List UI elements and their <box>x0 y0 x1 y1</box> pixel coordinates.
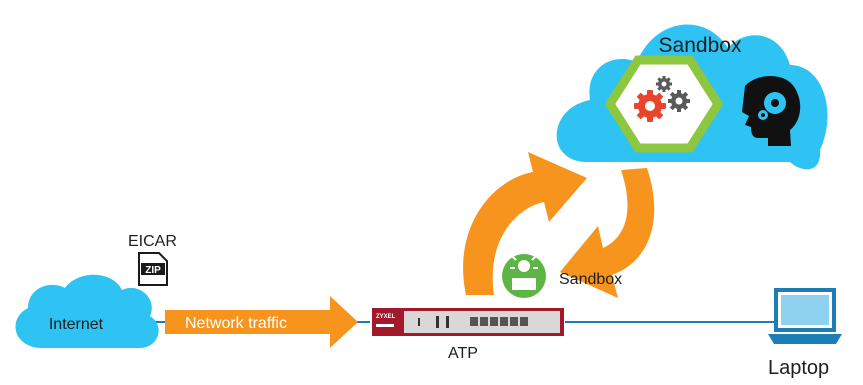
internet-cloud <box>15 274 159 348</box>
sandbox-badge-label: Sandbox <box>559 271 622 288</box>
atp-label: ATP <box>448 345 478 362</box>
network-traffic-label: Network traffic <box>185 315 287 332</box>
laptop-icon <box>768 288 842 344</box>
internet-label: Internet <box>49 316 104 333</box>
brain-head-icon <box>742 75 801 146</box>
laptop-label: Laptop <box>768 357 829 379</box>
network-traffic-arrow <box>165 296 358 348</box>
zip-file-icon: ZIP <box>138 252 168 286</box>
device-brand: ZYXEL <box>376 314 396 320</box>
zip-label: ZIP <box>145 265 161 276</box>
eicar-label: EICAR <box>128 233 177 250</box>
gears-icon <box>604 55 724 153</box>
atp-device: ZYXEL <box>372 308 564 336</box>
cloud-sandbox-label: Sandbox <box>659 34 742 57</box>
sandbox-bug-icon <box>502 254 546 298</box>
result-arrow <box>560 168 655 298</box>
upload-arrow <box>463 152 587 295</box>
